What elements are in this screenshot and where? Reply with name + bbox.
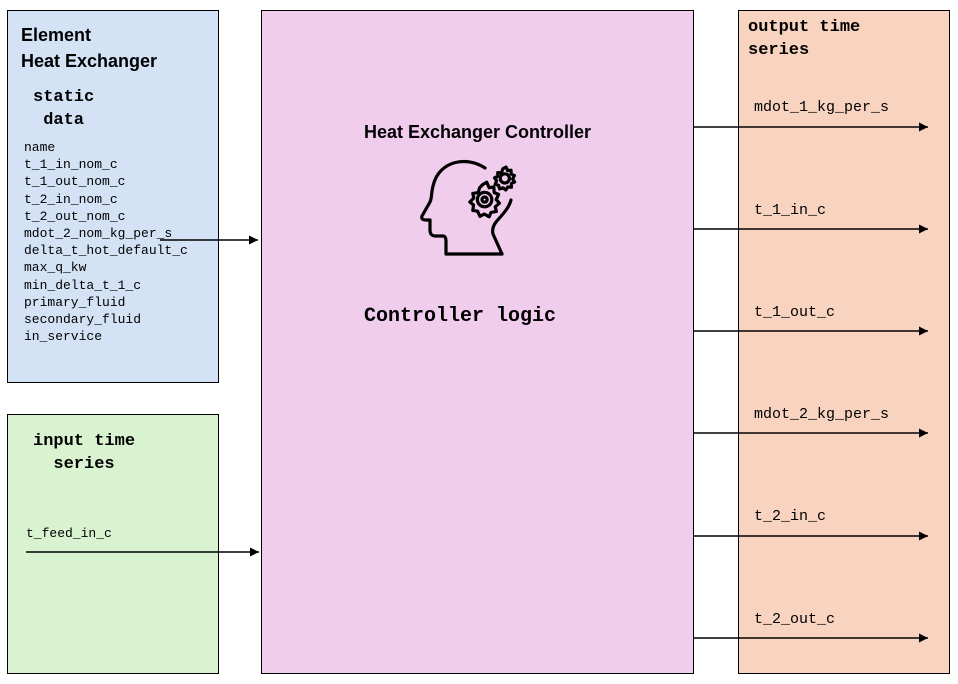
output-field: t_1_in_c xyxy=(754,202,827,219)
input-time-series-title: input time series xyxy=(33,432,136,474)
controller-logic-label: Controller logic xyxy=(364,305,557,328)
head-with-gears-icon xyxy=(420,159,517,256)
output-time-series-box: output time series mdot_1_kg_per_s t_1_i… xyxy=(738,10,950,674)
element-title: Element Heat Exchanger xyxy=(21,22,157,74)
static-field: t_1_out_nom_c xyxy=(24,174,126,190)
output-time-series-title: output time series xyxy=(748,18,861,60)
controller-title: Heat Exchanger Controller xyxy=(363,122,592,142)
element-title-line-1: Element xyxy=(21,25,92,45)
static-data-title: static data xyxy=(33,88,95,130)
controller-box: Heat Exchanger Controller Controller log… xyxy=(261,10,694,674)
static-field: min_delta_t_1_c xyxy=(24,277,142,293)
element-title-line-2: Heat Exchanger xyxy=(21,51,158,71)
static-field: t_2_in_nom_c xyxy=(24,191,118,207)
input-time-series-box: input time series t_feed_in_c xyxy=(7,414,219,674)
static-field: mdot_2_nom_kg_per_s xyxy=(24,226,173,242)
static-data-box: Element Heat Exchanger static data name … xyxy=(7,10,219,383)
static-field: name xyxy=(24,140,56,155)
static-data-field-list: name t_1_in_nom_c t_1_out_nom_c t_2_in_n… xyxy=(24,139,188,345)
input-field: t_feed_in_c xyxy=(26,526,112,541)
output-field: t_2_out_c xyxy=(754,611,836,628)
static-field: in_service xyxy=(24,329,103,345)
static-field: primary_fluid xyxy=(24,294,126,310)
output-field: t_1_out_c xyxy=(754,304,836,321)
static-field: delta_t_hot_default_c xyxy=(24,243,188,259)
output-field: t_2_in_c xyxy=(754,508,827,525)
output-field: mdot_1_kg_per_s xyxy=(754,99,890,116)
static-field: max_q_kw xyxy=(24,260,87,276)
static-field: t_2_out_nom_c xyxy=(24,208,126,224)
output-field: mdot_2_kg_per_s xyxy=(754,406,890,423)
static-field: secondary_fluid xyxy=(24,312,142,328)
static-field: t_1_in_nom_c xyxy=(24,157,118,173)
